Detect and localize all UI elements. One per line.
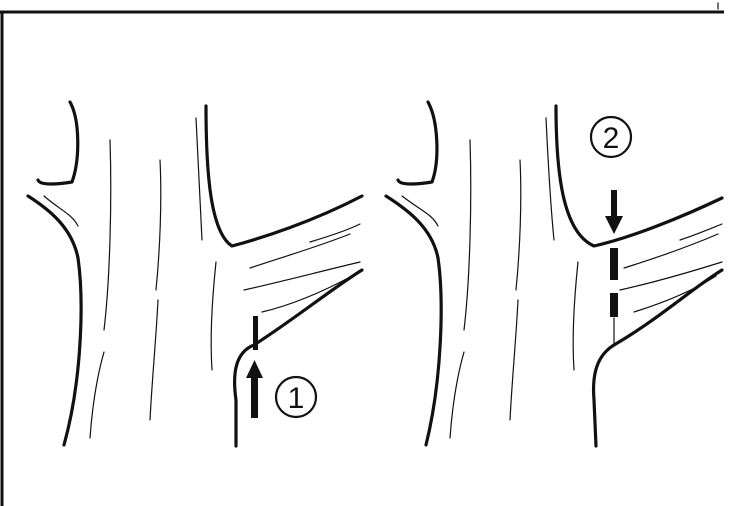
right-trunk-left-edge [398, 102, 437, 184]
right-bark-line [624, 234, 718, 268]
left-bark-line [211, 262, 216, 370]
left-branch-lower-edge [235, 270, 362, 446]
left-bark-line [156, 160, 161, 290]
right-bark-line [450, 352, 464, 438]
left-trunk-left-edge [38, 102, 78, 184]
label-1-text: 1 [288, 382, 305, 415]
left-trunk-left-branch-edge [28, 196, 81, 445]
right-tree [386, 102, 722, 446]
label-2: 2 [591, 117, 631, 157]
left-bark-line [250, 234, 350, 268]
right-bark-line [620, 262, 722, 290]
arrow-1-shaft [251, 374, 258, 418]
left-bark-line [90, 352, 104, 438]
right-bark-line [516, 160, 521, 290]
right-bark-line [573, 262, 578, 370]
left-bark-line [150, 300, 158, 420]
left-bark-line [196, 118, 202, 240]
right-trunk-left-branch-edge [386, 196, 441, 445]
arrow-2-head-icon [605, 216, 623, 234]
cut-1-mark [253, 316, 258, 350]
label-2-text: 2 [603, 122, 620, 155]
right-trunk-right-edge [556, 106, 722, 246]
right-bark-line [510, 300, 518, 420]
left-trunk-right-edge [206, 106, 362, 246]
right-bark-line [464, 140, 471, 330]
right-bark-line [546, 118, 554, 240]
left-bark-line [244, 262, 360, 290]
left-bark-line [104, 140, 111, 330]
cut-2-mark-lower [610, 293, 618, 317]
label-1: 1 [276, 377, 316, 417]
cut-2-mark-upper [610, 248, 618, 280]
left-tree [28, 102, 362, 446]
arrow-1-head-icon [246, 360, 263, 378]
right-bark-line [680, 224, 722, 240]
arrow-2-shaft [611, 190, 617, 218]
